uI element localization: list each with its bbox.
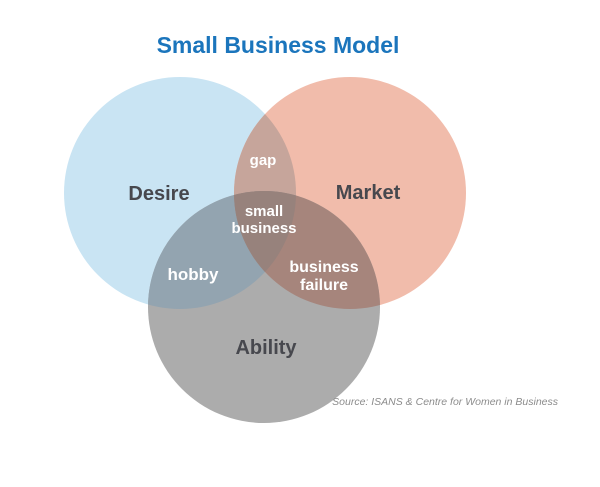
- hobby-label: hobby: [168, 265, 220, 284]
- source-attribution: Source: ISANS & Centre for Women in Busi…: [332, 396, 559, 408]
- market-label: Market: [336, 182, 401, 204]
- business-failure-label-line2: failure: [300, 277, 348, 294]
- business-failure-label-line1: business: [289, 259, 358, 276]
- gap-label: gap: [250, 152, 277, 169]
- ability-label: Ability: [235, 337, 297, 359]
- diagram-title: Small Business Model: [157, 32, 400, 58]
- small-business-label-line2: business: [231, 220, 296, 237]
- small-business-label-line1: small: [245, 203, 283, 220]
- desire-label: Desire: [128, 183, 189, 205]
